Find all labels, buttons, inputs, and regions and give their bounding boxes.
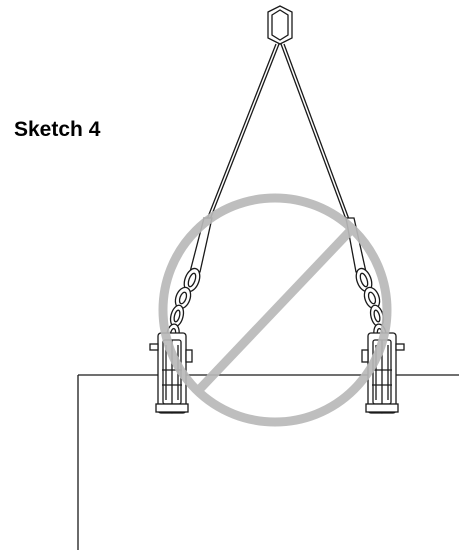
no-symbol-icon — [158, 193, 392, 427]
sling-legs — [205, 43, 351, 223]
sketch-title: Sketch 4 — [14, 118, 101, 141]
oval-ring-icon — [267, 5, 293, 45]
plate-outline — [77, 374, 459, 550]
